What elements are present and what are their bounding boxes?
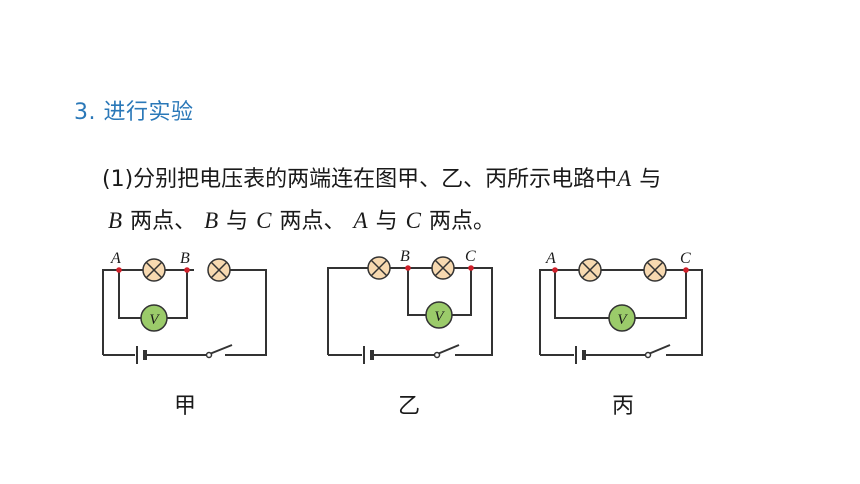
node-label: C [465,248,476,265]
caption-jia: 甲 [174,394,197,419]
circuit-yi [327,267,493,356]
point-label: C [256,208,272,233]
lamp-icon [578,258,602,282]
point-label: A [353,208,368,233]
voltmeter-label: V [149,312,160,328]
battery-symbol [363,346,374,364]
instruction-text: (1)分别把电压表的两端连在图甲、乙、丙所示电路中 [102,167,618,192]
switch-symbol [205,351,213,359]
lamp-icon [643,258,667,282]
lamp-icon [431,256,455,280]
node-label: A [110,250,121,267]
instruction-text: 两点、 [130,209,197,234]
lamp-icon [367,256,391,280]
node-label: B [180,250,190,267]
node-dot [405,265,411,271]
switch-symbol [644,351,652,359]
instruction-text: 两点、 [279,209,346,234]
node-dot [468,265,474,271]
node-dot [683,267,689,273]
node-label: B [400,248,410,265]
battery-symbol [136,346,147,364]
node-label: C [680,250,691,267]
point-label: B [204,208,219,233]
node-dot [184,267,190,273]
point-label: A [617,166,632,191]
lamp-icon [207,258,231,282]
section-heading: 3. 进行实验 [74,100,194,125]
switch-symbol [433,351,441,359]
caption-yi: 乙 [398,394,421,419]
voltmeter-label: V [617,312,628,328]
battery-symbol [575,346,586,364]
node-dot [116,267,122,273]
instruction-text: 两点。 [428,209,495,234]
caption-bing: 丙 [612,394,635,419]
conjunction: 与 [375,209,398,234]
lamp-icon [142,258,166,282]
node-dot [552,267,558,273]
voltmeter-label: V [434,309,445,325]
circuit-jia [102,269,267,356]
node-label: A [545,250,556,267]
point-label: B [108,208,123,233]
conjunction: 与 [226,209,249,234]
conjunction: 与 [639,167,662,192]
point-label: C [405,208,421,233]
